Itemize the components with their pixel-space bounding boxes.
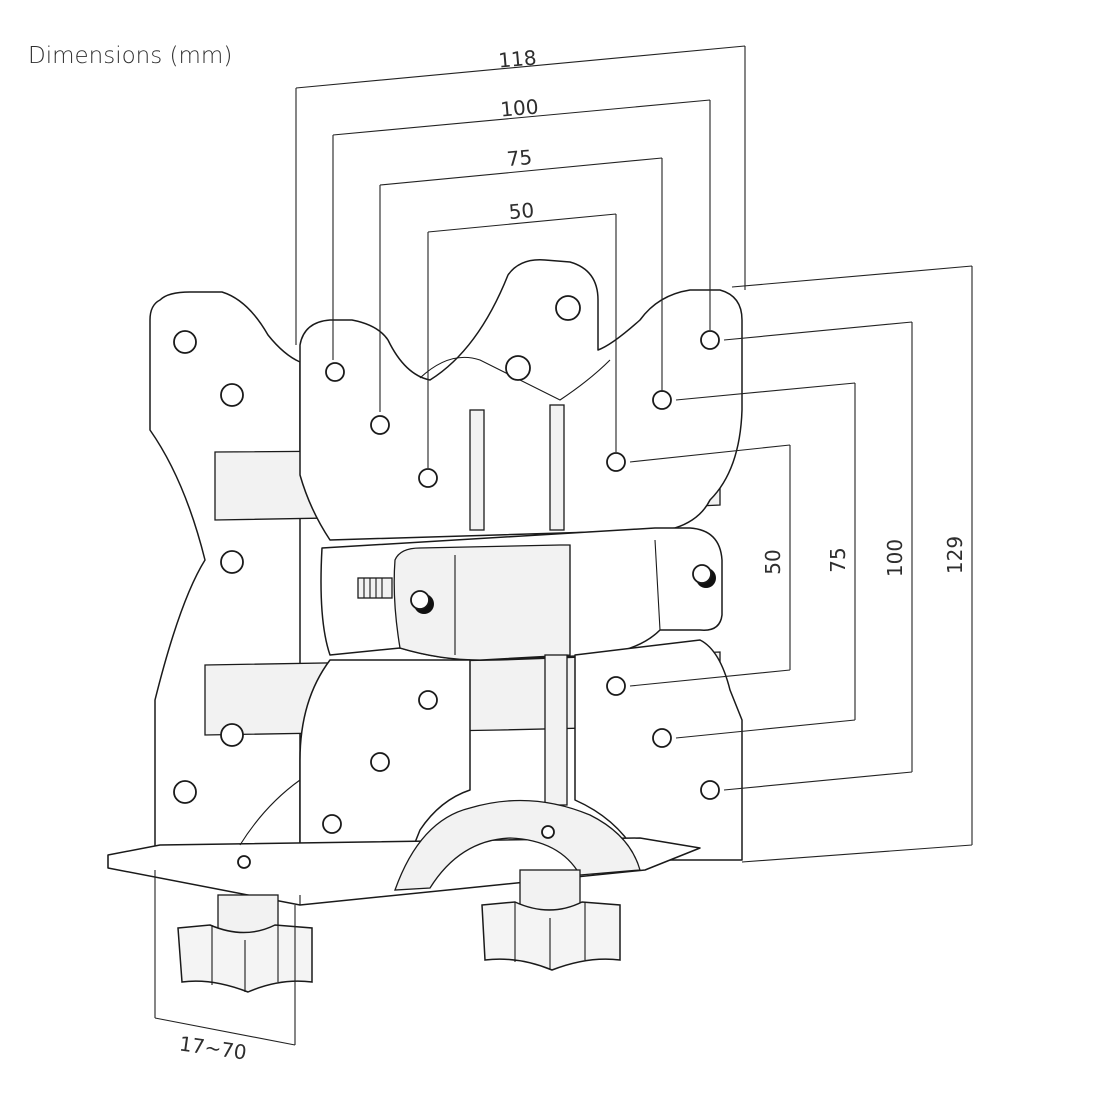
- label-width-118: 118: [497, 45, 537, 72]
- diagram-title: Dimensions (mm): [28, 43, 232, 69]
- hole: [606, 452, 626, 472]
- dim-line-v129: [731, 265, 973, 863]
- hole: [541, 825, 555, 839]
- hole: [237, 855, 251, 869]
- hole: [173, 330, 197, 354]
- hole: [325, 362, 345, 382]
- mount-bracket: [107, 259, 743, 993]
- hole: [555, 295, 581, 321]
- hole: [505, 355, 531, 381]
- hole: [220, 383, 244, 407]
- dim-line-v100: [723, 321, 913, 791]
- label-height-100: 100: [883, 539, 907, 577]
- label-clamp-range: 17~70: [178, 1031, 248, 1064]
- dim-line-v75: [675, 382, 856, 739]
- hole: [652, 728, 672, 748]
- center-post: [544, 654, 568, 806]
- dim-line-50: [427, 213, 617, 468]
- dim-line-100: [332, 99, 711, 360]
- label-width-75: 75: [506, 145, 533, 171]
- vertical-slot-left: [469, 409, 485, 531]
- hole: [220, 723, 244, 747]
- hole: [370, 752, 390, 772]
- hole: [322, 814, 342, 834]
- dim-line-118: [295, 45, 746, 345]
- clamp-band-edge: [454, 539, 661, 655]
- hole: [606, 676, 626, 696]
- front-plate: [299, 259, 743, 541]
- clamp-knob-left: [177, 894, 313, 993]
- label-height-75: 75: [826, 547, 850, 572]
- hole: [418, 690, 438, 710]
- label-height-50: 50: [761, 549, 785, 574]
- hole: [700, 330, 720, 350]
- vertical-slot-right: [549, 404, 565, 531]
- dim-line-clamp: [154, 870, 296, 1046]
- rear-plate: [149, 291, 301, 861]
- hole: [418, 468, 438, 488]
- hole: [700, 780, 720, 800]
- base-plate-edge: [107, 855, 301, 905]
- base-arch: [394, 799, 641, 891]
- side-brace-left: [239, 779, 301, 846]
- dimension-lines: [154, 45, 973, 1046]
- clamp-screw-left: [357, 577, 434, 614]
- dim-line-75: [379, 157, 663, 412]
- hole: [370, 415, 390, 435]
- label-width-100: 100: [499, 94, 539, 121]
- clamp-knob-right: [481, 869, 621, 971]
- clamp-front-band: [393, 544, 571, 661]
- label-width-50: 50: [508, 198, 535, 224]
- hole: [652, 390, 672, 410]
- hole: [173, 780, 197, 804]
- hole: [220, 550, 244, 574]
- clamp-screw-right: [692, 564, 716, 588]
- dim-line-v50: [629, 444, 791, 687]
- label-height-129: 129: [943, 536, 967, 574]
